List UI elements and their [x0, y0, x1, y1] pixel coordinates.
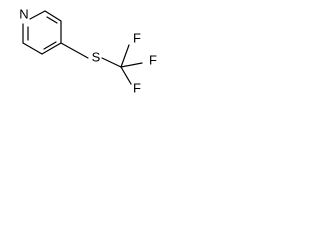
ring-bond-c4-c5 — [41, 42, 62, 55]
bond-c3-s — [60, 42, 89, 59]
bond-c-f-top — [120, 44, 130, 68]
fluorine-top-atom-label: F — [133, 30, 141, 45]
ring-bond-c2-c3 — [44, 10, 62, 22]
ring-double-bond-inner-2 — [43, 41, 57, 50]
ring-bond-n-c2 — [29, 10, 46, 20]
fluorine-bottom-atom-label: F — [133, 80, 141, 95]
fluorine-right-atom-label: F — [149, 52, 157, 67]
bond-c-f-bottom — [120, 66, 132, 85]
sulfur-atom-label: S — [92, 49, 101, 64]
chemical-structure: N S F F F — [19, 6, 157, 95]
nitrogen-atom-label: N — [19, 6, 28, 21]
bond-c-f-right — [120, 62, 143, 68]
ring-bond-c5-c6 — [22, 42, 43, 55]
bond-s-cf3 — [101, 57, 122, 68]
ring-double-bond-inner-1 — [46, 16, 58, 24]
